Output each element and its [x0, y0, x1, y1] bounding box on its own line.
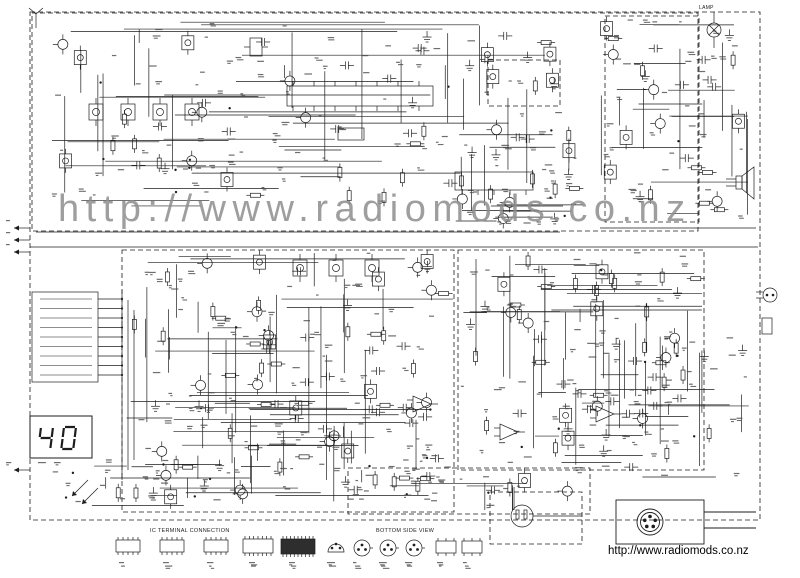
power-plug [510, 504, 582, 528]
channel-selector-block [31, 290, 135, 480]
right-edge-connector [756, 287, 778, 335]
left-edge-connectors [14, 225, 30, 473]
wire-mesh [51, 21, 749, 510]
lamp-symbol [706, 12, 722, 48]
caption-lamp: LAMP [699, 5, 714, 11]
label-noise [6, 19, 747, 569]
caption-bottom-side-view: BOTTOM SIDE VIEW [376, 528, 435, 534]
speaker-icon [726, 166, 755, 200]
if-transformer-row [88, 98, 380, 282]
ic-blocks [244, 37, 534, 195]
watermark-url: http://www.radiomods.co.nz [58, 188, 692, 230]
module-boundary-boxes [29, 11, 761, 545]
component-symbols [52, 16, 748, 509]
antenna-symbol [28, 7, 44, 28]
ic-pinout-row [115, 536, 483, 557]
channel-display [29, 415, 93, 459]
microphone-jack [615, 499, 756, 545]
caption-ic-terminal-connection: IC TERMINAL CONNECTION [150, 528, 230, 534]
footer-url: http://www.radiomods.co.nz [608, 545, 749, 557]
op-amp-symbols [407, 395, 621, 441]
power-lead-arrows [71, 479, 99, 505]
